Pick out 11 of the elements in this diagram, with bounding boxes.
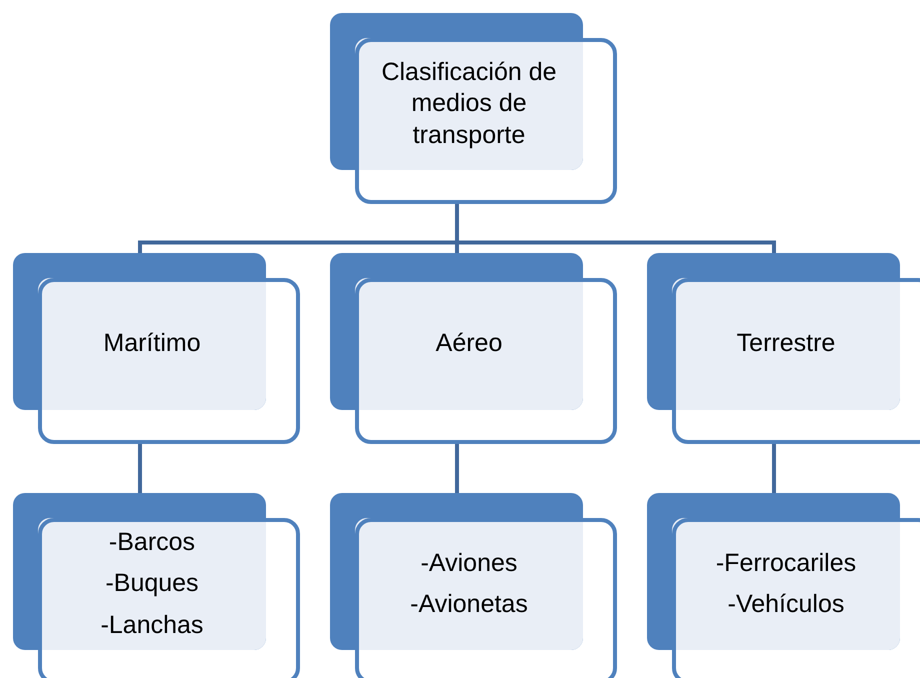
list-item: -Lanchas <box>100 610 204 641</box>
card-title: Marítimo <box>103 328 201 360</box>
list-item: -Vehículos <box>728 589 844 620</box>
list-item: -Buques <box>105 568 199 600</box>
card-title: Terrestre <box>736 328 836 360</box>
list-item: -Avionetas <box>410 589 528 620</box>
card-title: Clasificación de medios de transporte <box>380 57 558 151</box>
list-item: -Aviones <box>420 548 518 579</box>
card-title: Aéreo <box>436 328 502 360</box>
list-item: -Barcos <box>108 527 196 558</box>
list-item: -Ferrocariles <box>716 548 856 579</box>
